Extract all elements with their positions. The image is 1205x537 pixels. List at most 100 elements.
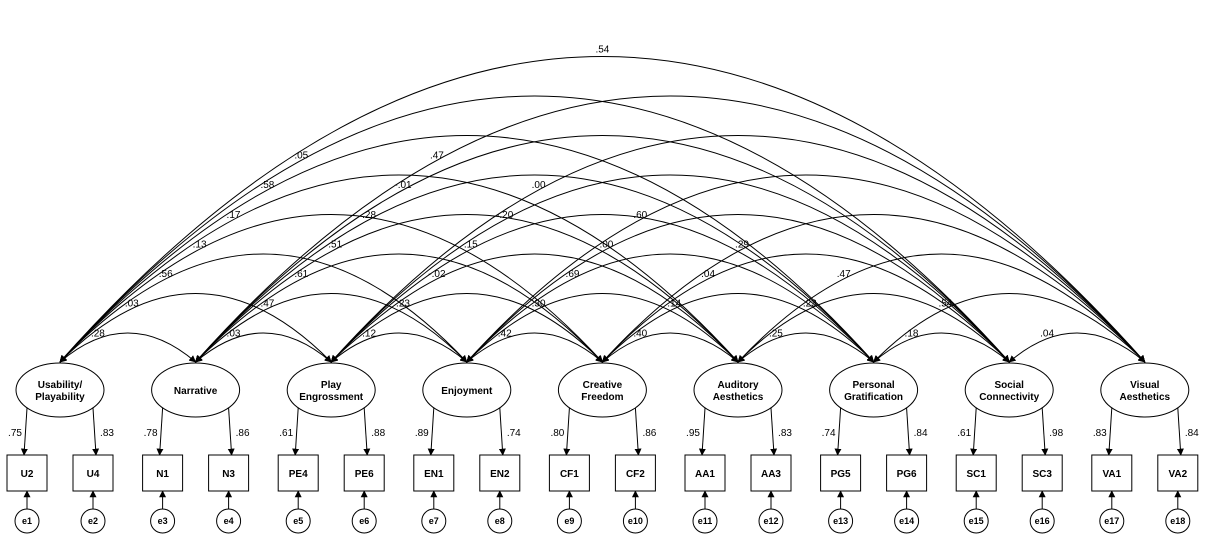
loading-arrow bbox=[770, 407, 778, 456]
correlation-label: .47 bbox=[837, 269, 851, 280]
factor-ellipse bbox=[829, 362, 919, 418]
loading-arrow bbox=[1105, 407, 1113, 456]
error-label: e5 bbox=[293, 516, 303, 526]
loading-arrow bbox=[156, 407, 164, 456]
loading-arrow bbox=[634, 407, 642, 456]
correlation-arc bbox=[1008, 332, 1146, 363]
error-circle bbox=[1099, 508, 1125, 534]
error-label: e12 bbox=[763, 516, 778, 526]
indicator-box bbox=[142, 454, 184, 492]
correlation-arc bbox=[601, 332, 739, 363]
factors-and-indicators: Usability/Playability.75U2e1.83U4e2Narra… bbox=[6, 362, 1199, 534]
factor-label: Auditory bbox=[717, 380, 759, 391]
correlation-arc bbox=[330, 253, 739, 363]
correlation-arc bbox=[873, 293, 1146, 363]
loading-arrow bbox=[970, 407, 978, 456]
error-circle bbox=[1029, 508, 1055, 534]
indicator-label: PG5 bbox=[831, 469, 851, 480]
factor-ellipse bbox=[15, 362, 105, 418]
loading-arrow bbox=[227, 407, 235, 456]
correlation-arc bbox=[330, 214, 875, 363]
correlation-label: .28 bbox=[91, 328, 105, 339]
loading-label: .80 bbox=[550, 428, 564, 439]
error-circle bbox=[150, 508, 176, 534]
indicator-label: AA3 bbox=[761, 469, 781, 480]
factor-label: Narrative bbox=[174, 386, 218, 397]
indicator-box bbox=[479, 454, 521, 492]
factor-ellipse bbox=[286, 362, 376, 418]
factor-label: Aesthetics bbox=[1120, 392, 1171, 403]
correlation-arc bbox=[195, 332, 332, 363]
indicator-label: VA2 bbox=[1168, 469, 1187, 480]
correlation-labels: .28.03.12.42.40.25.18.04.03.47.23.30.14.… bbox=[91, 45, 1055, 340]
indicator-label: VA1 bbox=[1102, 469, 1121, 480]
indicator-box bbox=[684, 454, 726, 492]
correlation-label: .03 bbox=[227, 328, 241, 339]
correlation-label: .56 bbox=[159, 269, 173, 280]
indicator-box bbox=[208, 454, 250, 492]
loading-arrow bbox=[563, 407, 571, 456]
correlation-arc bbox=[59, 253, 468, 363]
correlation-arc bbox=[195, 95, 1146, 363]
factor-label: Freedom bbox=[581, 392, 623, 403]
error-circle bbox=[758, 508, 784, 534]
indicator-label: AA1 bbox=[695, 469, 715, 480]
error-circle bbox=[351, 508, 377, 534]
error-circle bbox=[1165, 508, 1191, 534]
error-label: e6 bbox=[359, 516, 369, 526]
indicator-box bbox=[277, 454, 319, 492]
factor-ellipse bbox=[1100, 362, 1190, 418]
indicator-box bbox=[72, 454, 114, 492]
indicator-label: PG6 bbox=[897, 469, 917, 480]
correlation-arc bbox=[601, 214, 1146, 363]
loading-arrow bbox=[905, 407, 913, 456]
correlation-label: .54 bbox=[938, 299, 952, 310]
indicator-box bbox=[614, 454, 656, 492]
correlation-arc bbox=[59, 293, 332, 363]
correlation-arc bbox=[195, 214, 739, 363]
error-label: e7 bbox=[429, 516, 439, 526]
loading-arrow bbox=[92, 407, 100, 456]
indicator-box bbox=[1021, 454, 1063, 492]
indicator-label: CF2 bbox=[626, 469, 645, 480]
loading-arrow bbox=[498, 407, 506, 456]
indicator-box bbox=[955, 454, 997, 492]
correlation-arc bbox=[195, 174, 875, 363]
loading-arrow bbox=[427, 407, 435, 456]
correlation-label: .28 bbox=[362, 210, 376, 221]
error-circle bbox=[487, 508, 513, 534]
correlation-arc bbox=[195, 253, 603, 363]
correlation-label: .04 bbox=[1040, 328, 1054, 339]
loading-label: .95 bbox=[686, 428, 700, 439]
loading-label: .89 bbox=[415, 428, 429, 439]
indicator-label: U4 bbox=[87, 469, 100, 480]
error-label: e1 bbox=[22, 516, 32, 526]
loading-label: .74 bbox=[822, 428, 836, 439]
loading-label: .84 bbox=[914, 428, 928, 439]
correlation-label: .25 bbox=[769, 328, 783, 339]
loading-arrow bbox=[292, 407, 300, 456]
correlation-label: -.02 bbox=[428, 269, 446, 280]
error-label: e18 bbox=[1170, 516, 1185, 526]
correlation-label: .54 bbox=[595, 45, 609, 56]
indicator-box bbox=[6, 454, 48, 492]
correlation-arc bbox=[195, 135, 1010, 363]
correlation-label: .30 bbox=[532, 299, 546, 310]
loading-label: .88 bbox=[371, 428, 385, 439]
loading-label: .61 bbox=[279, 428, 293, 439]
indicator-box bbox=[413, 454, 455, 492]
error-label: e11 bbox=[698, 516, 713, 526]
loading-label: .86 bbox=[236, 428, 250, 439]
indicator-box bbox=[820, 454, 862, 492]
loading-label: .84 bbox=[1185, 428, 1199, 439]
factor-label: Visual bbox=[1130, 380, 1159, 391]
correlation-arc bbox=[466, 214, 1010, 363]
factor-ellipse bbox=[964, 362, 1054, 418]
correlation-label: .00 bbox=[599, 239, 613, 250]
factor-ellipse bbox=[422, 362, 512, 418]
correlation-label: .47 bbox=[430, 151, 444, 162]
